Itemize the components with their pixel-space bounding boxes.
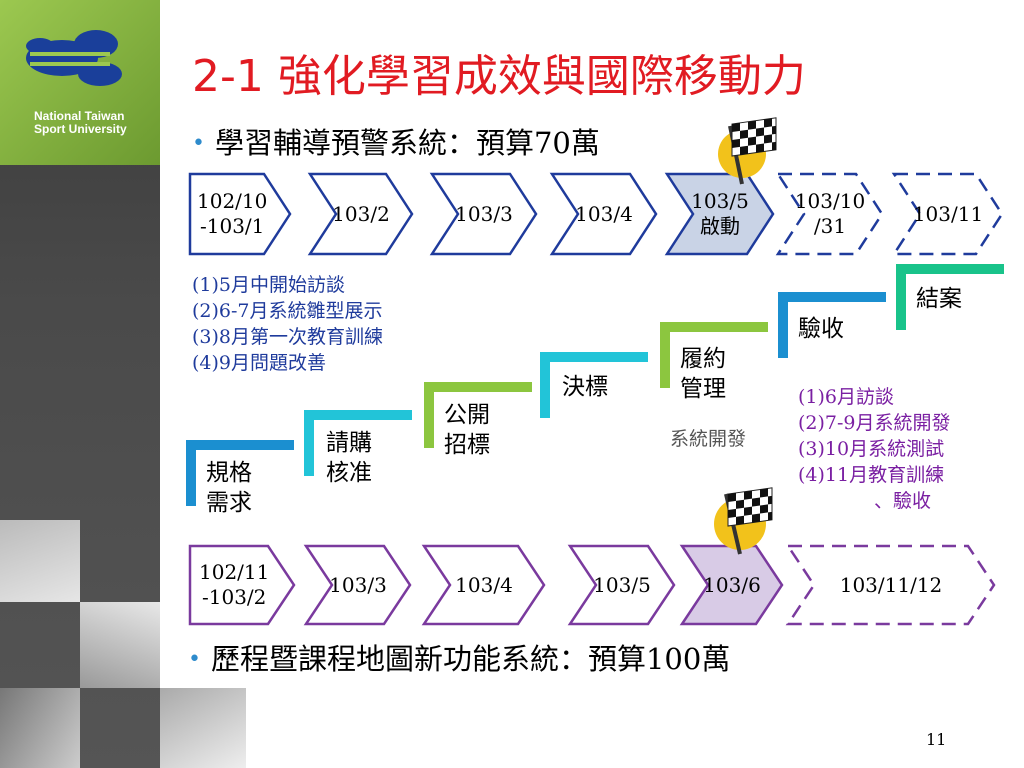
stair-step [540,352,648,418]
stair-label: 驗收 [798,316,844,342]
timeline2-label: 103/4 [455,572,513,597]
sport-photo [80,602,160,688]
university-logo-icon [26,30,122,86]
timeline1-label: 103/4 [575,201,633,226]
timeline1-label: 103/10 /31 [794,189,866,238]
timeline1-label: 103/11 [912,201,984,226]
timeline1-label: 102/10 -103/1 [197,189,268,238]
timeline2-label: 103/6 [703,572,761,597]
page-number: 11 [926,730,947,749]
timeline1-arrow [549,172,658,256]
stair-step [896,264,1004,330]
stair-step [186,440,294,506]
note-line: (1)6月訪談 [798,386,895,408]
timeline1-label: 103/5 啟動 [691,189,749,238]
timeline1-label: 103/3 [455,201,513,226]
timeline2-arrow [303,544,412,626]
timeline1-arrow [891,172,1004,256]
stair-step [660,322,768,388]
note-line: (3)10月系統測試 [798,438,945,460]
logo-line-2: Sport University [34,122,127,136]
timeline2-label: 102/11 -103/2 [199,560,270,609]
stair-label: 規格 需求 [206,460,252,516]
timeline1-label: 103/2 [332,201,390,226]
timeline2-arrow [567,544,676,626]
sport-photo [160,688,246,768]
checkered-flag-icon [718,117,777,185]
bullet-dot-icon: • [192,131,205,156]
timeline2-arrow [785,544,996,626]
bullet-1-text: 學習輔導預警系統：預算70萬 [214,126,600,160]
sport-photo [0,520,80,602]
stair-label: 公開 招標 [444,402,490,458]
stair-step [778,292,886,358]
sidebar: National Taiwan Sport University [0,0,246,768]
logo-line-1: National Taiwan [34,109,125,123]
stair-label: 決標 [562,374,608,400]
note-line: (1)5月中開始訪談 [192,274,346,296]
stair-step [424,382,532,448]
note-line: (2)7-9月系統開發 [798,412,951,434]
sport-photo [0,688,80,768]
timeline2-label: 103/5 [593,572,651,597]
bullet-2: • 歷程暨課程地圖新功能系統：預算100萬 [188,636,730,678]
note-line: 、驗收 [874,490,932,512]
timeline1-arrow [307,172,414,256]
timeline2-arrow [421,544,546,626]
bullet-2-text: 歷程暨課程地圖新功能系統：預算100萬 [210,642,731,676]
timeline1-arrow [429,172,538,256]
stair-label: 結案 [916,286,962,312]
stair-label: 履約 管理 [680,346,726,402]
bullet-1: • 學習輔導預警系統：預算70萬 [192,120,600,162]
checkered-flag-icon [714,487,773,555]
slide-title: 2-1 強化學習成效與國際移動力 [192,51,806,102]
timeline2-label: 103/3 [329,572,387,597]
stair-step [304,410,412,476]
note-line: (3)8月第一次教育訓練 [192,326,384,348]
notes-right: (1)6月訪談 (2)7-9月系統開發 (3)10月系統測試 (4)11月教育訓… [798,384,951,514]
timeline1-arrow [775,172,884,256]
timeline2-label: 103/11/12 [839,572,943,597]
stair-label: 請購 核准 [326,430,372,486]
logo-panel: National Taiwan Sport University [0,0,160,165]
notes-left: (1)5月中開始訪談 (2)6-7月系統雛型展示 (3)8月第一次教育訓練 (4… [192,272,383,376]
bullet-dot-icon: • [188,647,201,672]
note-line: (4)11月教育訓練 [798,464,945,486]
note-line: (2)6-7月系統雛型展示 [192,300,383,322]
note-line: (4)9月問題改善 [192,352,327,374]
timeline1-arrow [188,172,292,256]
system-dev-label: 系統開發 [670,428,747,450]
timeline2-arrow [679,544,784,626]
timeline2-arrow [188,544,296,626]
